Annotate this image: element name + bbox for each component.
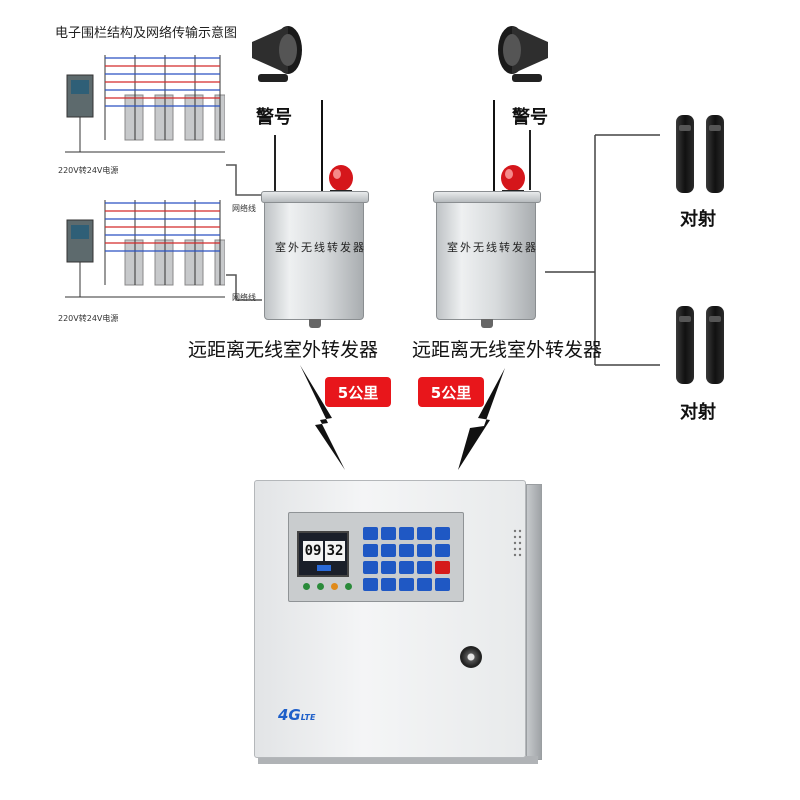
keypad-key bbox=[435, 527, 450, 540]
distance-badge-left: 5公里 bbox=[325, 377, 391, 407]
keypad-key bbox=[399, 561, 414, 574]
keypad-key bbox=[381, 561, 396, 574]
keypad bbox=[363, 527, 450, 592]
beam-label-bottom: 对射 bbox=[680, 402, 716, 423]
indicator-light bbox=[317, 583, 324, 590]
fence-wire-label-bottom: 网络线 bbox=[232, 293, 256, 302]
repeater-box-right: 室外无线转发器 bbox=[433, 191, 541, 328]
keypad-key bbox=[435, 544, 450, 557]
fence-diagram-title: 电子围栏结构及网络传输示意图 bbox=[55, 26, 238, 41]
fence-diagram-top bbox=[55, 40, 225, 160]
siren-label-right: 警号 bbox=[512, 107, 548, 128]
host-panel-bottom bbox=[258, 756, 538, 764]
vent-icon bbox=[513, 529, 522, 557]
beam-detector-icon bbox=[676, 115, 694, 193]
siren-icon bbox=[252, 26, 302, 82]
keypad-key bbox=[417, 544, 432, 557]
lcd-screen: 09 32 bbox=[297, 531, 349, 577]
keypad-key bbox=[399, 544, 414, 557]
keypad-key bbox=[435, 578, 450, 591]
logo-main: 4G bbox=[278, 706, 301, 724]
fence-wire-label-top: 网络线 bbox=[232, 204, 256, 213]
indicator-light bbox=[345, 583, 352, 590]
fence-power-label-bottom: 220V转24V电源 bbox=[58, 314, 119, 323]
keypad-key bbox=[363, 578, 378, 591]
keypad-key bbox=[363, 561, 378, 574]
repeater-box-left: 室外无线转发器 bbox=[261, 191, 369, 328]
keypad-key bbox=[399, 578, 414, 591]
logo-sub: LTE bbox=[300, 713, 316, 722]
beam-detector-icon bbox=[676, 306, 694, 384]
keypad-key bbox=[381, 544, 396, 557]
keypad-key bbox=[381, 527, 396, 540]
keypad-key-alarm bbox=[435, 561, 450, 574]
control-console: 09 32 bbox=[288, 512, 464, 602]
keypad-key bbox=[399, 527, 414, 540]
siren-icon bbox=[498, 26, 548, 82]
clock-minute: 32 bbox=[325, 541, 345, 561]
keypad-key bbox=[363, 544, 378, 557]
host-panel-side bbox=[526, 484, 542, 760]
keypad-key bbox=[417, 527, 432, 540]
siren-label-left: 警号 bbox=[256, 107, 292, 128]
keypad-key bbox=[363, 527, 378, 540]
lock-icon bbox=[460, 646, 482, 668]
indicator-light bbox=[303, 583, 310, 590]
repeater-caption-left: 远距离无线室外转发器 bbox=[188, 339, 379, 361]
repeater-box-text: 室外无线转发器 bbox=[447, 241, 538, 254]
keypad-key bbox=[417, 578, 432, 591]
repeater-caption-right: 远距离无线室外转发器 bbox=[412, 339, 603, 361]
signal-bolt-right bbox=[458, 368, 505, 470]
repeater-box-text: 室外无线转发器 bbox=[275, 241, 366, 254]
beam-detector-icon bbox=[706, 306, 724, 384]
fence-power-label-top: 220V转24V电源 bbox=[58, 166, 119, 175]
4g-lte-logo: 4GLTE bbox=[278, 706, 315, 724]
fence-diagram-bottom bbox=[55, 185, 225, 305]
keypad-key bbox=[381, 578, 396, 591]
distance-badge-right: 5公里 bbox=[418, 377, 484, 407]
beam-label-top: 对射 bbox=[680, 209, 716, 230]
clock-hour: 09 bbox=[303, 541, 323, 561]
beam-detector-icon bbox=[706, 115, 724, 193]
indicator-light bbox=[331, 583, 338, 590]
keypad-key bbox=[417, 561, 432, 574]
